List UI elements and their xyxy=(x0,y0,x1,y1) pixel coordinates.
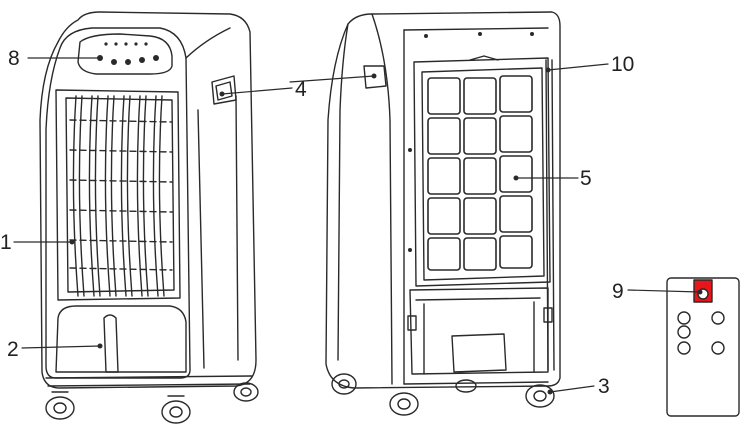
callout-2: 2 xyxy=(7,338,19,361)
callout-8: 8 xyxy=(8,47,20,70)
louvers xyxy=(72,95,165,297)
leader-lines xyxy=(13,57,701,393)
rear-tank xyxy=(409,287,549,375)
control-panel-icon xyxy=(77,33,173,75)
remote-control-icon xyxy=(666,277,740,417)
filter-grid-icon xyxy=(427,75,533,271)
back-handle-icon xyxy=(363,65,387,89)
handle-icon xyxy=(211,75,237,105)
filter-frame xyxy=(413,57,551,287)
fan-grille-icon xyxy=(55,89,181,301)
callout-10: 10 xyxy=(611,53,635,76)
caster-wheel-icon xyxy=(45,382,259,424)
front-unit xyxy=(39,11,259,424)
water-level-window xyxy=(103,314,119,373)
callout-3: 3 xyxy=(598,375,610,398)
control-panel-buttons xyxy=(97,42,159,65)
water-tank-icon xyxy=(55,305,187,373)
callout-5: 5 xyxy=(580,167,592,190)
callout-9: 9 xyxy=(612,280,624,303)
callout-4: 4 xyxy=(295,78,307,101)
callout-1: 1 xyxy=(0,231,12,254)
rear-caster-wheels xyxy=(331,373,555,416)
back-unit xyxy=(325,11,561,416)
front-body-outline xyxy=(39,11,257,389)
